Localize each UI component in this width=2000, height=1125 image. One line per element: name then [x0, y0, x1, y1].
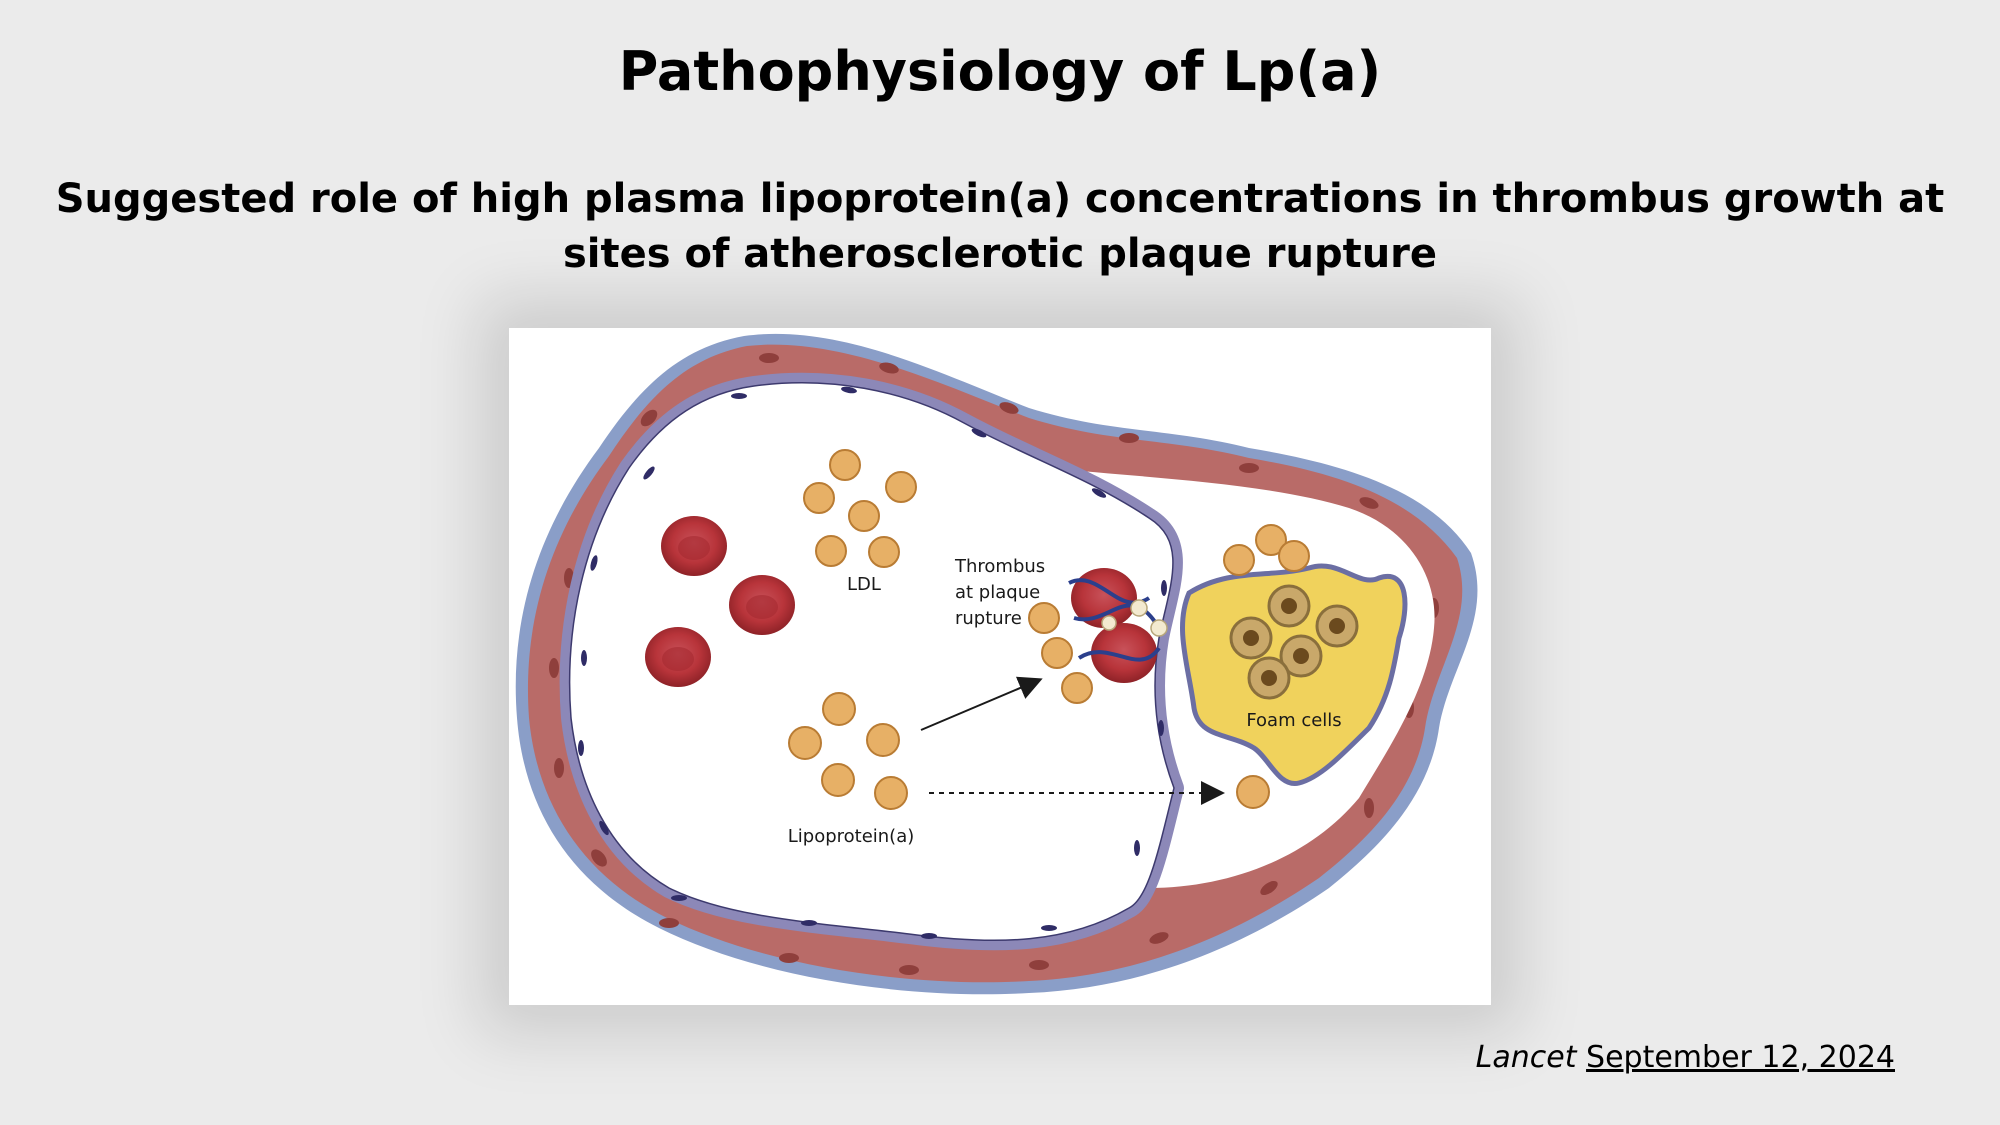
lpa-pathophysiology-figure: LDL Thrombus at plaque rupture Foam cell…	[509, 328, 1491, 1005]
slide-subtitle: Suggested role of high plasma lipoprotei…	[55, 176, 1945, 277]
lipoprotein-a-label: Lipoprotein(a)	[788, 826, 915, 847]
red-blood-cells	[645, 516, 795, 687]
slide-title: Pathophysiology of Lp(a)	[618, 40, 1382, 103]
artery-diagram: LDL Thrombus at plaque rupture Foam cell…	[515, 333, 1478, 995]
solid-arrow	[920, 676, 1043, 731]
ldl-label: LDL	[847, 574, 881, 595]
citation: Lancet September 12, 2024	[1476, 1040, 1895, 1075]
lipoprotein-a-particles	[788, 692, 1270, 810]
thrombus-label-line1: Thrombus	[954, 556, 1045, 577]
thrombus-label-line3: rupture	[955, 608, 1022, 629]
endothelial-nuclei	[578, 386, 1167, 939]
foam-cells	[1229, 584, 1359, 700]
citation-journal: Lancet	[1475, 1040, 1577, 1075]
citation-date-link[interactable]: September 12, 2024	[1586, 1040, 1895, 1075]
ldl-particles	[803, 449, 917, 568]
thrombus-label-line2: at plaque	[955, 582, 1040, 603]
thrombus	[1028, 524, 1310, 704]
foam-cells-label: Foam cells	[1246, 710, 1341, 731]
